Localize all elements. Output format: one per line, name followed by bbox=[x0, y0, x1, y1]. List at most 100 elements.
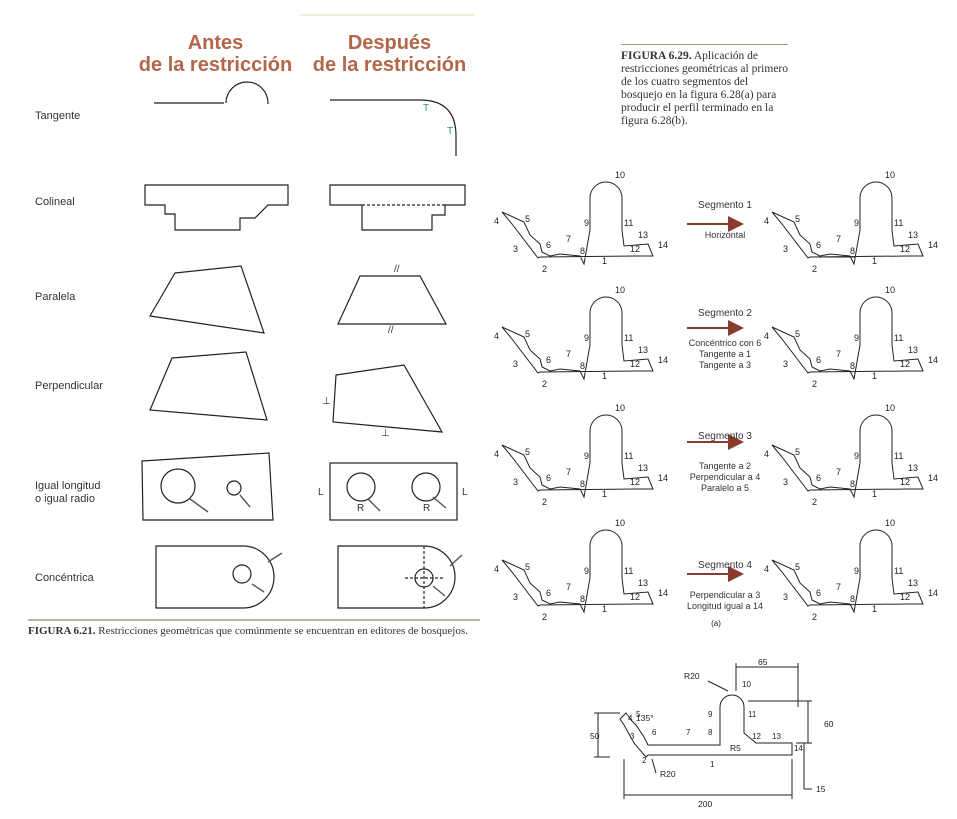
num-12: 12 bbox=[630, 244, 640, 254]
num-1: 1 bbox=[602, 256, 607, 266]
step4-text: Segmento 4 Perpendicular a 3 Longitud ig… bbox=[672, 560, 778, 612]
num-12: 12 bbox=[900, 592, 910, 602]
caption-629-label: FIGURA 6.29. bbox=[621, 50, 692, 62]
dim-50: 50 bbox=[590, 731, 600, 741]
num-14: 14 bbox=[928, 473, 938, 483]
dim-60: 60 bbox=[824, 719, 834, 729]
num-14: 14 bbox=[658, 240, 668, 250]
num-2: 2 bbox=[542, 612, 547, 622]
step4-line2: Longitud igual a 14 bbox=[686, 601, 764, 611]
colineal-before-sketch bbox=[144, 184, 289, 231]
header-before: Antes de la restricción bbox=[128, 32, 303, 76]
num-2: 2 bbox=[542, 264, 547, 274]
num-2: 2 bbox=[812, 497, 817, 507]
profile-numbers-2: 10 1 2 3 4 5 6 7 8 9 11 12 13 14 bbox=[764, 170, 938, 274]
num-6: 6 bbox=[816, 473, 821, 483]
paralela-after-sketch bbox=[337, 275, 448, 325]
sub-label-a: (a) bbox=[711, 619, 721, 628]
segment-sketches: 10 1 2 3 4 5 6 7 8 9 11 12 13 14 (a) 10 … bbox=[494, 170, 938, 628]
pointer-arrow bbox=[367, 498, 381, 512]
num-1: 1 bbox=[872, 604, 877, 614]
num-5: 5 bbox=[795, 562, 800, 572]
profile-numbers-8: 10 1 2 3 4 5 6 7 8 9 11 12 13 14 bbox=[764, 518, 938, 622]
b-num-6: 6 bbox=[652, 728, 657, 737]
step3-line1: Tangente a 2 bbox=[698, 461, 752, 471]
dim-r20-top: R20 bbox=[684, 671, 700, 681]
step3-line2: Perpendicular a 4 bbox=[689, 472, 761, 482]
step1-text: Segmento 1 Horizontal bbox=[680, 200, 770, 241]
num-6: 6 bbox=[816, 355, 821, 365]
tangent-after-sketch bbox=[330, 99, 457, 156]
num-13: 13 bbox=[908, 345, 918, 355]
header-before-line1: Antes bbox=[187, 32, 244, 54]
num-12: 12 bbox=[630, 592, 640, 602]
num-4: 4 bbox=[764, 449, 769, 459]
num-9: 9 bbox=[584, 333, 589, 343]
num-3: 3 bbox=[783, 592, 788, 602]
num-6: 6 bbox=[816, 240, 821, 250]
num-11: 11 bbox=[624, 218, 633, 228]
step2-title: Segmento 2 bbox=[698, 308, 752, 319]
num-5: 5 bbox=[795, 447, 800, 457]
num-8: 8 bbox=[580, 361, 585, 371]
row-label-igual: Igual longitud o igual radio bbox=[35, 480, 100, 506]
num-5: 5 bbox=[795, 214, 800, 224]
b-num-11: 11 bbox=[748, 710, 757, 719]
num-13: 13 bbox=[638, 463, 648, 473]
num-3: 3 bbox=[513, 359, 518, 369]
num-9: 9 bbox=[854, 218, 859, 228]
dim-r5: R5 bbox=[730, 743, 741, 753]
num-11: 11 bbox=[894, 566, 903, 576]
perp-mark-bottom: ⊥ bbox=[381, 428, 390, 439]
num-13: 13 bbox=[908, 463, 918, 473]
num-13: 13 bbox=[638, 578, 648, 588]
num-12: 12 bbox=[900, 244, 910, 254]
radius-mark-right: R bbox=[423, 503, 430, 514]
pointer-arrow bbox=[239, 494, 251, 508]
num-3: 3 bbox=[513, 592, 518, 602]
num-10: 10 bbox=[885, 518, 895, 528]
header-before-line2: de la restricción bbox=[138, 54, 293, 76]
pointer-arrow bbox=[432, 585, 446, 597]
num-5: 5 bbox=[525, 447, 530, 457]
num-12: 12 bbox=[630, 477, 640, 487]
num-6: 6 bbox=[816, 588, 821, 598]
length-mark-right: L bbox=[462, 487, 468, 498]
num-2: 2 bbox=[542, 497, 547, 507]
num-10: 10 bbox=[885, 403, 895, 413]
num-8: 8 bbox=[580, 246, 585, 256]
profile-numbers-5: 10 1 2 3 4 5 6 7 8 9 11 12 13 14 bbox=[494, 403, 668, 507]
b-num-7: 7 bbox=[686, 728, 691, 737]
num-9: 9 bbox=[584, 451, 589, 461]
num-4: 4 bbox=[494, 449, 499, 459]
num-6: 6 bbox=[546, 473, 551, 483]
row-label-concentrica: Concéntrica bbox=[35, 572, 94, 584]
num-1: 1 bbox=[872, 371, 877, 381]
num-8: 8 bbox=[580, 594, 585, 604]
num-7: 7 bbox=[836, 582, 841, 592]
row-label-igual-line1: Igual longitud bbox=[35, 480, 101, 492]
row-label-paralela: Paralela bbox=[35, 291, 76, 303]
num-5: 5 bbox=[525, 562, 530, 572]
num-1: 1 bbox=[602, 371, 607, 381]
b-num-3: 3 bbox=[630, 732, 635, 741]
row-label-igual-line2: o igual radio bbox=[35, 493, 95, 505]
b-num-14: 14 bbox=[794, 744, 803, 753]
igual-after-sketch bbox=[329, 462, 458, 521]
num-13: 13 bbox=[908, 230, 918, 240]
caption-629: FIGURA 6.29. Aplicación de restricciones… bbox=[621, 50, 791, 128]
num-2: 2 bbox=[812, 612, 817, 622]
step2-line3: Tangente a 3 bbox=[698, 360, 752, 370]
num-4: 4 bbox=[764, 216, 769, 226]
step2-line1: Concéntrico con 6 bbox=[688, 338, 762, 348]
num-4: 4 bbox=[494, 564, 499, 574]
num-5: 5 bbox=[795, 329, 800, 339]
num-9: 9 bbox=[854, 566, 859, 576]
pointer-arrow bbox=[449, 554, 463, 567]
b-num-8: 8 bbox=[708, 728, 713, 737]
num-9: 9 bbox=[854, 451, 859, 461]
num-11: 11 bbox=[894, 451, 903, 461]
num-10: 10 bbox=[885, 170, 895, 180]
num-8: 8 bbox=[850, 594, 855, 604]
num-1: 1 bbox=[872, 489, 877, 499]
